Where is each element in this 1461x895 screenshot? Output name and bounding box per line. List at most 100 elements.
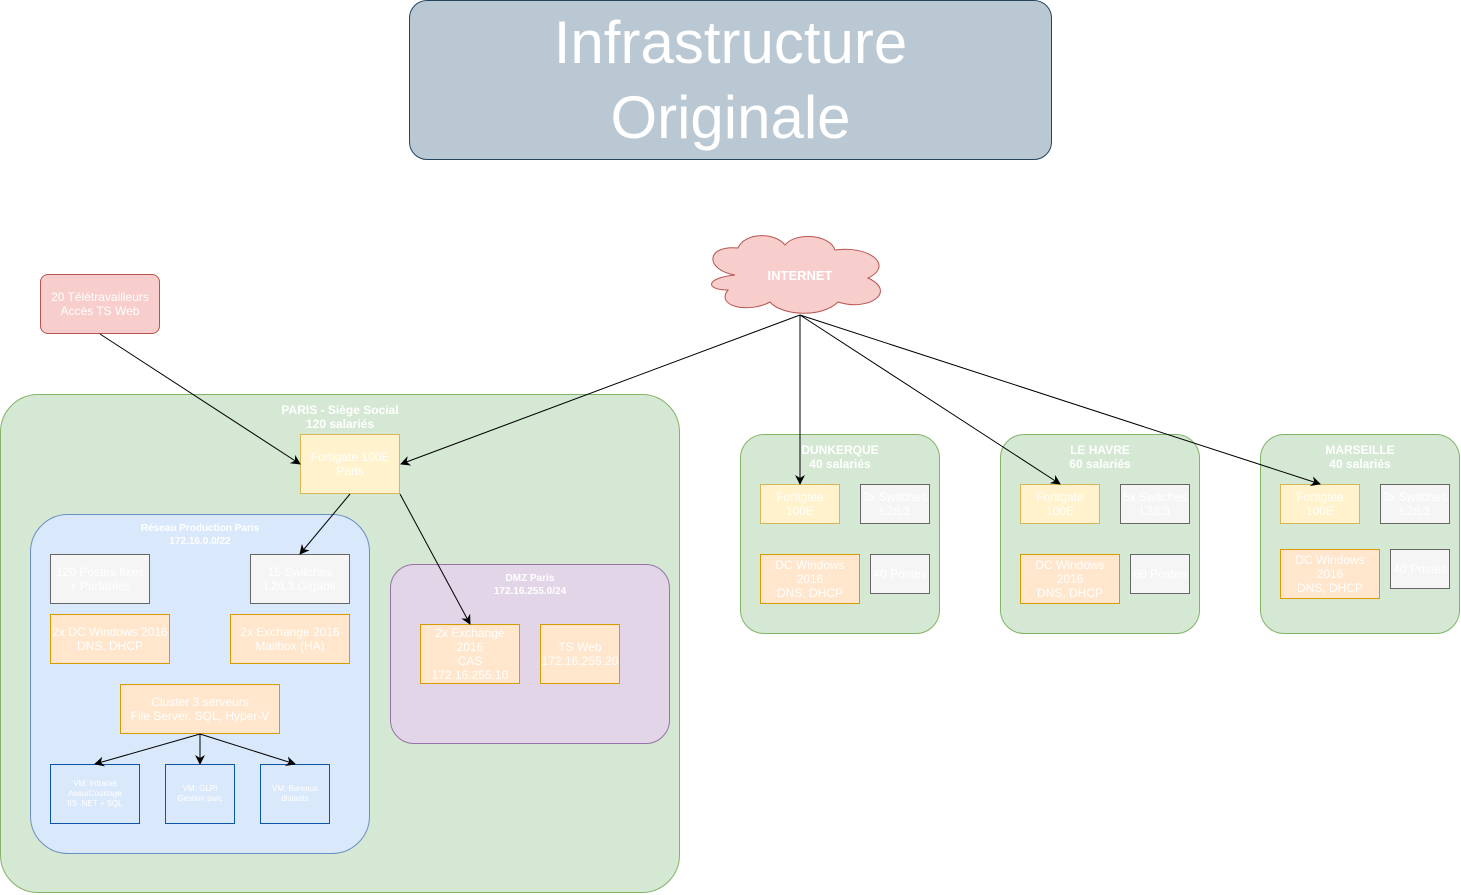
dmz-exchange-line-4: 172.16.255.10 [431, 668, 509, 682]
vm-bureaux-line-1: VM: Bureaux [271, 784, 319, 793]
marseille-postes: 40 Postes [1390, 549, 1450, 589]
dmz-exchange-line-1: 2x Exchange [435, 626, 505, 640]
remote-workers-line-1: 20 Télétravailleurs [51, 290, 149, 304]
dmz-tsweb-line-2: 172.16.255.20 [541, 654, 619, 668]
dmz-zone-title: DMZ Paris [505, 573, 555, 584]
arrow-internet-lehavre [799, 314, 1061, 485]
remote-workers-box: 20 Télétravailleurs Accès TS Web [40, 274, 160, 334]
dunkerque-dc-line-1: DC Windows [775, 558, 845, 572]
paris-fortigate-line-1: Fortigate 100E [310, 450, 390, 464]
paris-cluster-line-1: Cluster 3 serveurs [151, 695, 249, 709]
paris-postes-line-2: + Portables [69, 579, 131, 593]
dunkerque-fortigate-line-1: Fortigate [776, 490, 824, 504]
lehavre-fortigate-line-1: Fortigate [1036, 490, 1084, 504]
arrow-remote-paris [99, 333, 301, 465]
lehavre-dc-line-3: DNS, DHCP [1036, 586, 1103, 600]
marseille-switches-line-2: L2/L3 [1399, 504, 1431, 518]
marseille-dc: DC Windows 2016 DNS, DHCP [1280, 549, 1380, 599]
title-line-2: Originale [610, 84, 851, 151]
paris-exchange-box: 2x Exchange 2016 Mailbox (HA) [230, 614, 350, 664]
marseille-fortigate-line-2: 100E [1305, 504, 1335, 518]
marseille-subtitle: 40 salariés [1329, 457, 1391, 471]
paris-dc-box: 2x DC Windows 2016 DNS, DHCP [50, 614, 170, 664]
vm-glpi-box: VM: GLPI Gestion parc [165, 764, 235, 824]
paris-cluster-box: Cluster 3 serveurs File Server, SQL, Hyp… [120, 684, 280, 734]
paris-exchange-line-1: 2x Exchange 2016 [240, 625, 340, 639]
vm-intranet-box: VM: Intranet AssurCourtage IIS .NET + SQ… [50, 764, 140, 824]
dunkerque-switches-line-1: 3x Switches [862, 490, 928, 504]
arrow-internet-paris [400, 314, 801, 466]
lehavre-switches: 5x Switches L2/L3 [1120, 484, 1190, 524]
lehavre-dc: DC Windows 2016 DNS, DHCP [1020, 554, 1120, 604]
arrow-cluster-vm-intranet [94, 733, 201, 767]
vm-glpi-line-2: Gestion parc [177, 794, 223, 803]
marseille-title: MARSEILLE [1325, 443, 1395, 457]
marseille-dc-line-2: 2016 [1316, 567, 1344, 581]
marseille-dc-line-3: DNS, DHCP [1296, 581, 1363, 595]
vm-glpi-line-1: VM: GLPI [182, 784, 218, 793]
lehavre-switches-line-1: 5x Switches [1122, 490, 1188, 504]
title-line-1: Infrastructure [553, 9, 908, 76]
marseille-switches-line-1: 3x Switches [1382, 490, 1448, 504]
internet-label: INTERNET [768, 268, 833, 283]
production-zone-subnet: 172.16.0.0/22 [169, 536, 231, 547]
dunkerque-dc: DC Windows 2016 DNS, DHCP [760, 554, 860, 604]
paris-exchange-line-2: Mailbox (HA) [255, 639, 325, 653]
vm-bureaux-box: VM: Bureaux distants [260, 764, 330, 824]
dunkerque-postes: 40 Postes [870, 554, 930, 594]
paris-fortigate: Fortigate 100E Paris [300, 434, 400, 494]
production-zone-title: Réseau Production Paris [140, 523, 260, 534]
marseille-fortigate: Fortigate 100E [1280, 484, 1360, 524]
paris-dc-line-2: DNS, DHCP [76, 639, 143, 653]
lehavre-postes: 60 Postes [1130, 554, 1190, 594]
paris-switches-line-1: 15 Switches [267, 565, 333, 579]
dunkerque-title: DUNKERQUE [801, 443, 879, 457]
dunkerque-fortigate-line-2: 100E [785, 504, 815, 518]
dmz-exchange-line-3: CAS [457, 654, 483, 668]
lehavre-subtitle: 60 salariés [1069, 457, 1131, 471]
vm-intranet-line-1: VM: Intranet [73, 779, 117, 788]
dunkerque-fortigate: Fortigate 100E [760, 484, 840, 524]
paris-fortigate-line-2: Paris [336, 464, 364, 478]
dunkerque-switches-line-2: L2/L3 [879, 504, 911, 518]
marseille-switches: 3x Switches L2/L3 [1380, 484, 1450, 524]
lehavre-switches-line-2: L2/L3 [1139, 504, 1171, 518]
dunkerque-dc-line-2: 2016 [796, 572, 824, 586]
marseille-dc-line-1: DC Windows [1295, 553, 1365, 567]
dmz-tsweb-line-1: TS Web [558, 640, 602, 654]
lehavre-fortigate: Fortigate 100E [1020, 484, 1100, 524]
dunkerque-switches: 3x Switches L2/L3 [860, 484, 930, 524]
dmz-exchange-line-2: 2016 [456, 640, 484, 654]
dmz-tsweb-box: TS Web 172.16.255.20 [540, 624, 620, 684]
paris-zone-subtitle: 120 salariés [305, 417, 375, 431]
lehavre-postes-line-1: 60 Postes [1133, 567, 1187, 581]
marseille-fortigate-line-1: Fortigate [1296, 490, 1344, 504]
paris-postes-box: 120 Postes fixes + Portables [50, 554, 150, 604]
vm-intranet-line-2: AssurCourtage [68, 789, 122, 798]
remote-workers-line-2: Accès TS Web [60, 304, 140, 318]
marseille-zone: MARSEILLE 40 salariés [1260, 434, 1460, 634]
dunkerque-dc-line-3: DNS, DHCP [776, 586, 843, 600]
vm-bureaux-line-2: distants [281, 794, 309, 803]
lehavre-dc-line-1: DC Windows [1035, 558, 1105, 572]
marseille-postes-line-1: 40 Postes [1393, 562, 1447, 576]
paris-switches-line-2: L2/L3 Gigabit [264, 579, 336, 593]
arrow-cluster-vm-bureaux [199, 733, 296, 767]
lehavre-fortigate-line-2: 100E [1045, 504, 1075, 518]
lehavre-title: LE HAVRE [1070, 443, 1130, 457]
vm-intranet-line-3: IIS .NET + SQL [67, 799, 123, 808]
paris-switches-box: 15 Switches L2/L3 Gigabit [250, 554, 350, 604]
dmz-zone-subnet: 172.16.255.0/24 [493, 586, 567, 597]
internet-cloud: INTERNET [711, 235, 881, 314]
paris-dc-line-1: 2x DC Windows 2016 [52, 625, 168, 639]
lehavre-dc-line-2: 2016 [1056, 572, 1084, 586]
paris-cluster-line-2: File Server, SQL, Hyper-V [130, 709, 270, 723]
dunkerque-subtitle: 40 salariés [809, 457, 871, 471]
paris-zone-title: PARIS - Siège Social [281, 403, 399, 417]
diagram-title: Infrastructure Originale [409, 0, 1052, 160]
paris-postes-line-1: 120 Postes fixes [55, 565, 145, 579]
arrow-fortigate-dmz [399, 493, 471, 625]
dunkerque-postes-line-1: 40 Postes [873, 567, 927, 581]
arrow-internet-marseille [799, 314, 1321, 486]
